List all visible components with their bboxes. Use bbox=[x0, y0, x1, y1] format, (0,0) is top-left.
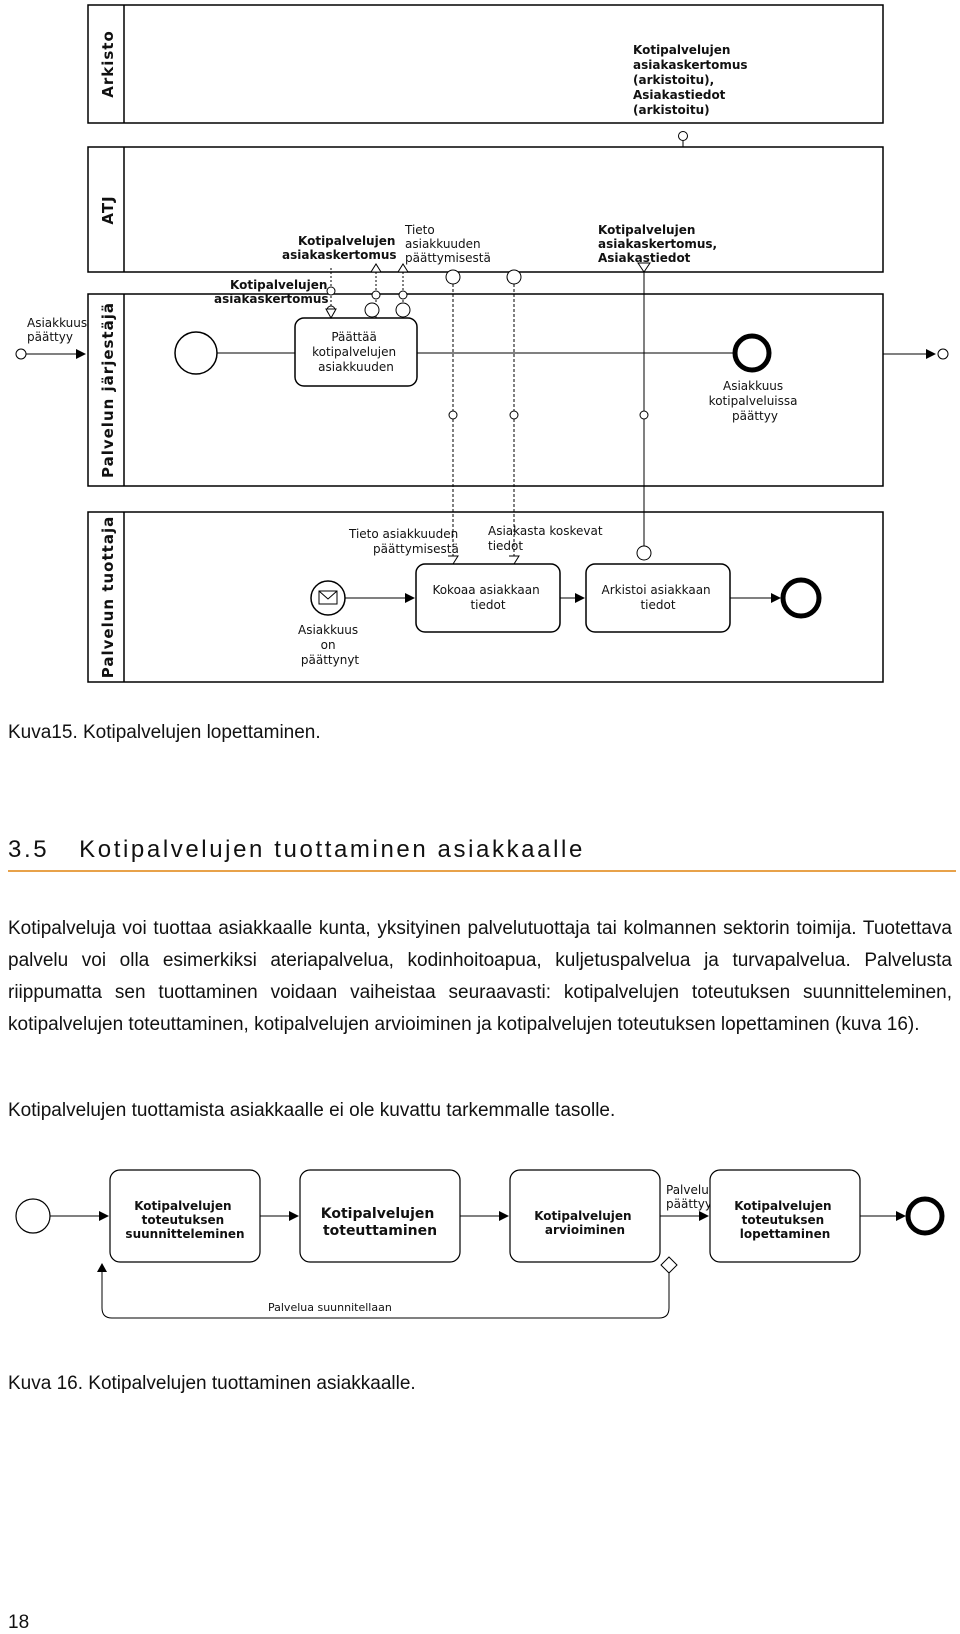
paragraph-1: Kotipalveluja voi tuottaa asiakkaalle ku… bbox=[8, 918, 952, 1035]
task-kokoaa: Kokoaa asiakkaan tiedot bbox=[415, 563, 561, 633]
lane-label-arkisto: Arkisto bbox=[99, 30, 117, 98]
paragraph-2: Kotipalvelujen tuottamista asiakkaalle e… bbox=[8, 1100, 616, 1121]
heading-rule bbox=[8, 870, 956, 872]
section-heading: 3.5 Kotipalvelujen tuottaminen asiakkaall… bbox=[8, 836, 585, 864]
f16-gateway-label: Palvelu päättyy bbox=[666, 1183, 713, 1211]
exit-flow bbox=[883, 348, 949, 360]
tuottaja-label-tieto: Tieto asiakkuuden päättymisestä bbox=[348, 527, 462, 556]
figure16-caption: Kuva 16. Kotipalvelujen tuottaminen asia… bbox=[8, 1373, 416, 1394]
lane-label-tuottaja: Palvelun tuottaja bbox=[99, 516, 117, 678]
f16-start-event bbox=[15, 1198, 51, 1234]
data-associations bbox=[325, 263, 411, 320]
message-flows bbox=[445, 141, 684, 561]
f16-gateway bbox=[660, 1256, 678, 1274]
task-paattaa: Päättää kotipalvelujen asiakkuuden bbox=[294, 317, 418, 387]
svg-text:Kotipalvelujen toteutuks: Kotipalvelujen toteutuksen lopettaminen bbox=[734, 1199, 836, 1241]
svg-text:Asiakkuus kotipalveluiss: Asiakkuus kotipalveluissa päättyy bbox=[709, 379, 802, 423]
svg-text:Päättää kotipalvelujen: Päättää kotipalvelujen asiakkuuden bbox=[312, 330, 400, 374]
atj-label-asiakaskertomus: Kotipalvelujen asiakaskertomus bbox=[282, 234, 400, 262]
message-start-event: Asiakkuus on päättynyt bbox=[298, 580, 362, 667]
page-number: 18 bbox=[8, 1612, 30, 1633]
task-arkistoi: Arkistoi asiakkaan tiedot bbox=[585, 563, 731, 633]
f16-task-toteuttaminen: Kotipalvelujen toteuttaminen bbox=[299, 1169, 461, 1263]
data-object-archive bbox=[678, 131, 688, 141]
svg-text:Asiakkuus on päätt: Asiakkuus on päättynyt bbox=[298, 623, 362, 667]
f16-task-arvioiminen: Kotipalvelujen arvioiminen bbox=[509, 1169, 661, 1263]
f16-task-lopettaminen: Kotipalvelujen toteutuksen lopettaminen bbox=[709, 1169, 861, 1263]
lane-arkisto: Arkisto Kotipalvelujen asiakaskertomus (… bbox=[87, 4, 884, 141]
lane-label-jarjestaja: Palvelun järjestäjä bbox=[99, 302, 117, 478]
lane-palvelun-tuottaja: Palvelun tuottaja Tieto asiakkuuden päät… bbox=[87, 511, 884, 683]
section-title: Kotipalvelujen tuottaminen asiakkaalle bbox=[79, 836, 585, 863]
svg-text:Arkistoi asiakkaan tiedo: Arkistoi asiakkaan tiedot bbox=[602, 583, 715, 612]
f16-loop-flow bbox=[101, 1268, 670, 1319]
f16-end-event bbox=[905, 1196, 945, 1236]
entry-flow: Asiakkuus päättyy bbox=[15, 316, 91, 360]
section-number: 3.5 bbox=[8, 836, 50, 863]
atj-label-tieto: Tieto asiakkuuden päättymisestä bbox=[404, 223, 491, 265]
lane-label-atj: ATJ bbox=[99, 195, 117, 224]
end-event-jarjestaja: Asiakkuus kotipalveluissa päättyy bbox=[709, 333, 802, 423]
jarjestaja-label: Kotipalvelujen asiakaskertomus bbox=[214, 278, 332, 306]
lane-palvelun-jarjestaja: Palvelun järjestäjä Kotipalvelujen asiak… bbox=[87, 278, 884, 487]
end-event-tuottaja bbox=[780, 577, 822, 619]
svg-text:Kotipalvelujen arvioimin: Kotipalvelujen arvioiminen bbox=[534, 1209, 636, 1237]
atj-label-asiakastiedot: Kotipalvelujen asiakaskertomus, Asiakast… bbox=[598, 223, 721, 265]
lane-atj: ATJ Kotipalvelujen asiakaskertomus Tieto… bbox=[87, 146, 884, 273]
svg-text:Kotipalvelujen toteuttam: Kotipalvelujen toteuttaminen bbox=[321, 1206, 440, 1239]
svg-text:Kotipalvelujen toteutuks: Kotipalvelujen toteutuksen suunnittelemi… bbox=[125, 1199, 244, 1241]
f16-loop-label: Palvelua suunnitellaan bbox=[268, 1301, 392, 1314]
tuottaja-label-asiakasta: Asiakasta koskevat tiedot bbox=[488, 524, 606, 553]
f16-task-suunnitteleminen: Kotipalvelujen toteutuksen suunnittelemi… bbox=[109, 1169, 261, 1263]
entry-label: Asiakkuus päättyy bbox=[27, 316, 91, 344]
figure15-diagram: Arkisto Kotipalvelujen asiakaskertomus (… bbox=[15, 4, 949, 683]
figure15-caption: Kuva15. Kotipalvelujen lopettaminen. bbox=[8, 722, 321, 743]
archive-note: Kotipalvelujen asiakaskertomus (arkistoi… bbox=[633, 43, 752, 117]
svg-text:Kokoaa asiakkaan tiedot: Kokoaa asiakkaan tiedot bbox=[432, 583, 543, 612]
